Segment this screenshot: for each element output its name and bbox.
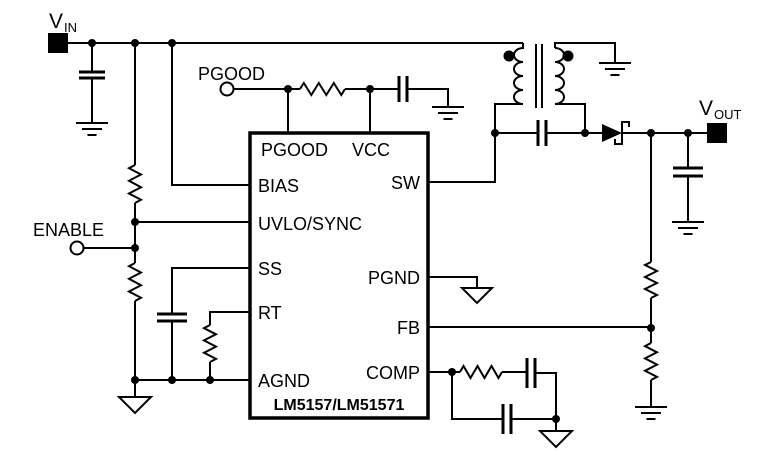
bias-branch-wire [171, 43, 250, 186]
labels: V IN V OUT PGOOD ENABLE PGOOD VCC BIAS U… [33, 10, 742, 414]
ic-pin-uvlo-sync: UVLO/SYNC [258, 214, 362, 234]
vout-label-sub: OUT [714, 107, 742, 122]
junction-dot [552, 415, 560, 423]
ic-pin-rt: RT [258, 303, 282, 323]
ic-pin-comp: COMP [366, 363, 420, 383]
rt-resistor [201, 324, 219, 363]
diode-anode-triangle [602, 124, 622, 142]
junction-dots [88, 39, 692, 423]
ic-part-number: LM5157/LM51571 [274, 397, 405, 414]
pgood-terminal-circle [219, 81, 235, 97]
pgnd-pin-wire [428, 276, 478, 288]
ic-pin-pgnd: PGND [368, 268, 420, 288]
comp-parallel-capacitor [501, 404, 513, 434]
comp-ground-icon [537, 430, 575, 449]
ic-pin-pgood: PGOOD [261, 140, 328, 160]
vcc-capacitor [397, 76, 409, 102]
junction-dot [131, 39, 139, 47]
junction-dot [131, 244, 139, 252]
secondary-winding [554, 47, 565, 105]
junction-dot [168, 39, 176, 47]
junction-dot [88, 39, 96, 47]
enable-terminal-circle [69, 240, 85, 256]
ss-branch-wire [171, 267, 250, 380]
uvlo-top-resistor [126, 164, 144, 204]
wire-network [68, 42, 707, 431]
junction-dot [131, 376, 139, 384]
junction-dot [284, 85, 292, 93]
vcc-cap-ground-icon [432, 106, 464, 120]
output-cap-ground-icon [672, 221, 704, 235]
pgood-terminal-label: PGOOD [198, 64, 265, 84]
triangle-grounds [116, 287, 575, 449]
junction-dot [684, 129, 692, 137]
junction-dot [168, 376, 176, 384]
diode-cathode-bar [614, 121, 630, 145]
junction-dot [647, 324, 655, 332]
uvlo-bottom-resistor [126, 262, 144, 302]
vin-label-sub: IN [64, 20, 77, 35]
input-cap-ground-icon [76, 122, 108, 136]
fb-top-resistor [642, 261, 660, 299]
secondary-ground-icon [599, 62, 631, 76]
secondary-phase-dot [562, 50, 574, 62]
comp-resistor [459, 364, 503, 380]
resistors [126, 81, 660, 381]
output-capacitor [673, 166, 703, 178]
primary-phase-dot [503, 50, 515, 62]
enable-terminal-label: ENABLE [33, 220, 104, 240]
comp-net-wire [428, 371, 557, 431]
comp-series-capacitor [525, 358, 537, 388]
schottky-diode-icon [602, 121, 630, 145]
vin-pad [48, 33, 68, 53]
secondary-bottom-wire [555, 103, 586, 133]
junction-dot [581, 129, 589, 137]
ss-capacitor [157, 312, 187, 323]
ic-pin-fb: FB [397, 318, 420, 338]
ic-pin-ss: SS [258, 259, 282, 279]
capacitors [79, 70, 703, 434]
earth-grounds [76, 62, 704, 420]
ic-pin-sw: SW [391, 173, 420, 193]
vout-pad [707, 123, 727, 143]
flyback-transformer [503, 43, 574, 108]
junction-dot [647, 129, 655, 137]
transformer-core [535, 44, 543, 108]
fb-bottom-resistor [642, 342, 660, 381]
ic-pin-vcc: VCC [352, 140, 390, 160]
agnd-ground-icon [116, 396, 154, 415]
junction-dot [448, 368, 456, 376]
input-capacitor [79, 70, 105, 80]
pgnd-ground-icon [459, 287, 495, 305]
junction-dot [131, 218, 139, 226]
ic-pin-agnd: AGND [258, 371, 310, 391]
vin-label: V [49, 10, 63, 33]
primary-winding [513, 43, 524, 105]
junction-dot [491, 129, 499, 137]
sw-pin-wire [428, 133, 496, 183]
ic-body [248, 131, 430, 420]
junction-dot [366, 85, 374, 93]
secondary-top-wire [554, 42, 616, 63]
snubber-capacitor [536, 120, 548, 146]
pgood-pullup-resistor [299, 81, 346, 97]
primary-bottom-wire [494, 103, 523, 133]
vout-label: V [699, 97, 713, 120]
fb-divider-ground-icon [635, 406, 667, 420]
junction-dot [206, 376, 214, 384]
ic-pin-bias: BIAS [258, 176, 299, 196]
